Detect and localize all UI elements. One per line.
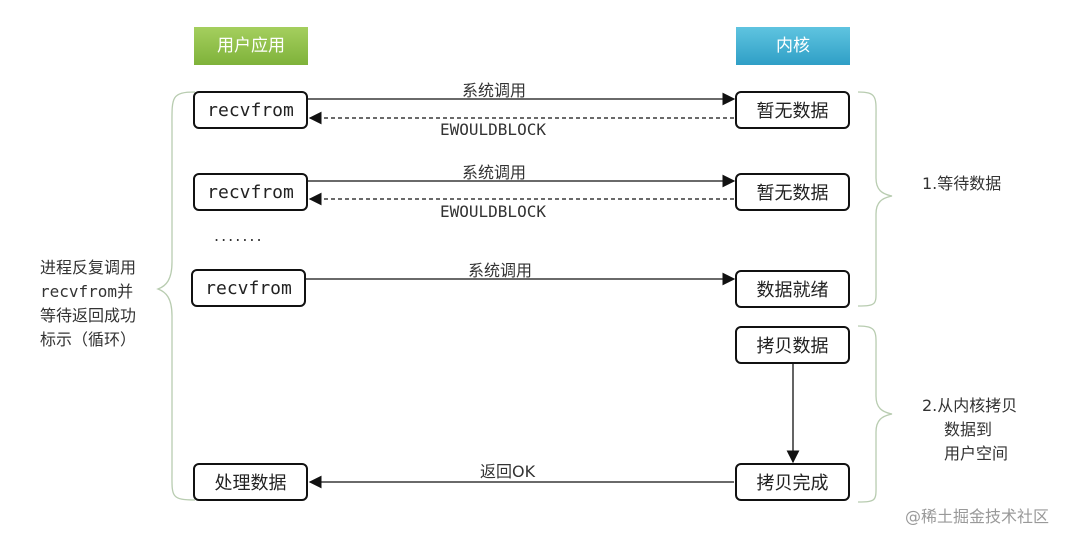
syscall-label-1: 系统调用	[462, 81, 527, 100]
left-note-line-4: 标示（循环）	[40, 330, 137, 349]
phase2-label: 2.从内核拷贝 数据到 用户空间	[922, 394, 1017, 466]
ewouldblock-label-1: EWOULDBLOCK	[440, 120, 546, 139]
left-note-line-1: 进程反复调用	[40, 258, 137, 277]
left-note-line-2: recvfrom并	[40, 282, 134, 301]
right-brace-phase2	[857, 325, 893, 503]
left-note-line-3: 等待返回成功	[40, 306, 137, 325]
no-data-box-2: 暂无数据	[735, 173, 850, 211]
no-data-box-1: 暂无数据	[735, 91, 850, 129]
kernel-header: 内核	[736, 27, 850, 65]
left-note: 进程反复调用 recvfrom并 等待返回成功 标示（循环）	[40, 256, 136, 352]
return-ok-label: 返回OK	[480, 462, 536, 481]
phase2-line-1: 2.从内核拷贝	[922, 396, 1018, 415]
watermark: @稀土掘金技术社区	[905, 507, 1050, 526]
process-data-box: 处理数据	[193, 463, 308, 501]
data-ready-box: 数据就绪	[735, 270, 850, 308]
syscall-label-2: 系统调用	[462, 163, 527, 182]
phase2-line-2: 数据到	[944, 420, 993, 439]
user-app-header: 用户应用	[194, 27, 308, 65]
right-brace-phase1	[857, 91, 893, 307]
recvfrom-box-3: recvfrom	[191, 269, 306, 307]
recvfrom-box-1: recvfrom	[193, 91, 308, 129]
recvfrom-box-2: recvfrom	[193, 173, 308, 211]
left-brace	[156, 91, 196, 501]
ewouldblock-label-2: EWOULDBLOCK	[440, 202, 546, 221]
ellipsis: .......	[214, 226, 264, 245]
phase1-label: 1.等待数据	[922, 174, 1002, 193]
phase2-line-3: 用户空间	[944, 444, 1009, 463]
syscall-label-3: 系统调用	[468, 261, 533, 280]
copy-data-box: 拷贝数据	[735, 326, 850, 364]
copy-complete-box: 拷贝完成	[735, 463, 850, 501]
